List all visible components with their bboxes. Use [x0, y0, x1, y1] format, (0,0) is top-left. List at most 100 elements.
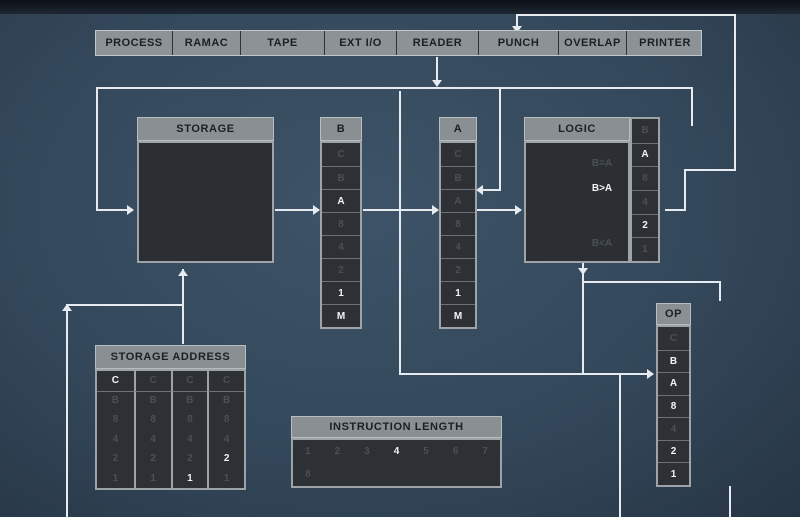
op-register-bit-8: 8 — [658, 394, 689, 418]
printer-button[interactable]: PRINTER — [626, 31, 703, 55]
op-register-bit-a: A — [658, 372, 689, 395]
arrow-reader — [432, 80, 442, 87]
instruction-length-cell: 5 — [423, 446, 429, 457]
a-register-bit-a: A — [441, 189, 475, 212]
storage-display — [137, 141, 274, 263]
a-register-bit-2: 2 — [441, 258, 475, 281]
wire-printer-loop — [516, 14, 736, 211]
op-register-bit-b: B — [658, 349, 689, 373]
panel-top-frame — [0, 0, 800, 14]
overlap-button[interactable]: OVERLAP — [558, 31, 626, 55]
wire-logic-down — [582, 262, 721, 301]
storage-address-cell: 8 — [133, 410, 171, 430]
storage-address-cell: C — [207, 371, 244, 391]
storage-address-cell: 2 — [207, 449, 244, 469]
ext-io-button[interactable]: EXT I/O — [324, 31, 396, 55]
b-register-bit-b: B — [322, 166, 360, 189]
storage-address-cell: 1 — [207, 468, 244, 488]
instruction-length-cell: 6 — [452, 446, 459, 457]
arrow-a — [432, 205, 439, 215]
punch-button[interactable]: PUNCH — [478, 31, 558, 55]
storage-address-cell: B — [207, 390, 244, 410]
wire-main-vertical — [399, 91, 621, 517]
instruction-length-cell — [382, 463, 412, 486]
instruction-length-cell: 7 — [482, 446, 488, 457]
a-register-bit-b: B — [441, 166, 475, 189]
storage-address-cell: 4 — [207, 429, 244, 449]
instruction-length-label: INSTRUCTION LENGTH — [291, 416, 502, 438]
wire-top-bus — [96, 87, 693, 211]
tape-button[interactable]: TAPE — [240, 31, 324, 55]
b-register-bit-4: 4 — [322, 235, 360, 258]
instruction-length-cell — [411, 463, 441, 486]
logic-bit-a: A — [632, 142, 658, 167]
storage-address-cell: B — [170, 390, 208, 410]
storage-address-cell: B — [133, 390, 171, 410]
b-register-bit-2: 2 — [322, 258, 360, 281]
a-register-bit-4: 4 — [441, 235, 475, 258]
instruction-length-cell — [323, 463, 353, 486]
op-register-bit-c: C — [669, 332, 678, 344]
storage-address-cell: 2 — [170, 449, 208, 469]
instruction-length-cell — [470, 463, 500, 486]
logic-bit-2: 2 — [632, 213, 658, 238]
arrow-logic — [515, 205, 522, 215]
instruction-length-cell — [441, 463, 471, 486]
arrow-logic-down — [578, 268, 588, 275]
storage-label: STORAGE — [137, 117, 274, 141]
instruction-length-cell: 1 — [305, 446, 311, 457]
a-register-bit-m: M — [441, 304, 475, 327]
storage-address-cell: 8 — [170, 410, 208, 430]
a-register-bit-c: C — [454, 149, 462, 160]
b-register-label: B — [320, 117, 362, 141]
storage-address-cell: 1 — [170, 468, 208, 488]
wire-logic-top — [477, 87, 501, 191]
arrow-op — [647, 369, 654, 379]
op-register-label: OP — [656, 303, 691, 325]
b-register-bit-m: M — [322, 304, 360, 327]
arrow-storage — [127, 205, 134, 215]
logic-label: LOGIC — [524, 117, 630, 141]
op-register-bit-4: 4 — [658, 417, 689, 440]
storage-address-cell: 8 — [112, 414, 119, 426]
top-button-bar: PROCESS RAMAC TAPE EXT I/O READER PUNCH … — [95, 30, 702, 56]
b-register-bit-a: A — [322, 189, 360, 212]
logic-bit-4: 4 — [632, 190, 658, 214]
arrow-left-loop — [62, 304, 72, 311]
b-register-bit-8: 8 — [322, 212, 360, 235]
logic-bit-8: 8 — [632, 166, 658, 190]
process-button[interactable]: PROCESS — [105, 37, 163, 49]
storage-address-cell: C — [170, 371, 208, 391]
arrow-b — [313, 205, 320, 215]
storage-address-cell: 1 — [133, 468, 171, 488]
instruction-length-cell: 8 — [305, 469, 311, 480]
b-register-bit-c: C — [337, 149, 345, 160]
instruction-length-cell — [352, 463, 382, 486]
storage-address-cell: C — [111, 375, 119, 387]
op-register-bit-1: 1 — [658, 462, 689, 485]
storage-address-label: STORAGE ADDRESS — [95, 345, 246, 369]
storage-address-cell: 8 — [207, 410, 244, 430]
storage-address-cell: 4 — [170, 429, 208, 449]
storage-address-cell: B — [97, 390, 134, 411]
logic-line-gt: B>A — [591, 182, 613, 194]
op-register-bit-2: 2 — [658, 439, 689, 463]
ramac-button[interactable]: RAMAC — [172, 31, 240, 55]
logic-bit-b: B — [641, 125, 649, 137]
arrow-logic-top — [476, 185, 483, 195]
reader-button[interactable]: READER — [396, 31, 478, 55]
storage-address-cell: 2 — [112, 453, 119, 465]
instruction-length-cell: 4 — [393, 446, 400, 457]
logic-line-eq: B=A — [591, 157, 613, 169]
storage-address-cell: 4 — [133, 429, 171, 449]
a-register-bit-1: 1 — [441, 281, 475, 304]
arrow-sa-up — [178, 269, 188, 276]
